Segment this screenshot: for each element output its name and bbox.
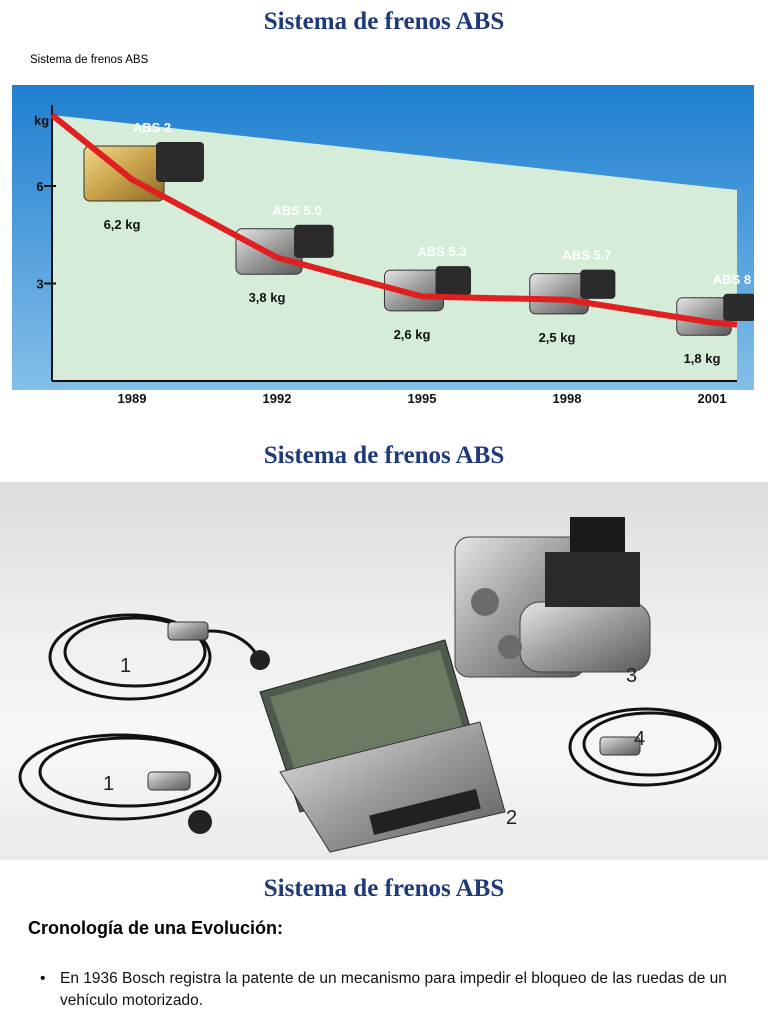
- label-1-top: 1: [120, 655, 131, 677]
- wheel-sensor-1-top: [48, 613, 260, 701]
- x-tick-label: 1989: [118, 391, 147, 406]
- y-tick-label: 3: [36, 277, 43, 292]
- ecu-unit: [259, 639, 506, 853]
- bullet-item: En 1936 Bosch registra la patente de un …: [40, 968, 740, 1012]
- model-label: ABS 5.0: [272, 203, 321, 218]
- weight-label: 6,2 kg: [104, 217, 141, 232]
- x-tick-label: 1995: [408, 391, 437, 406]
- chart-footer-band: [12, 390, 754, 415]
- x-tick-label: 1998: [553, 391, 582, 406]
- chart-labels: kg 3 6 ABS 2 6,2 kg 1989 ABS 5.0 3,8 kg 1992 ABS …: [34, 113, 751, 406]
- abs-unit-motor: [435, 266, 472, 296]
- components-illustration: 1 1 2 3 4: [18, 517, 722, 853]
- label-2: 2: [506, 807, 517, 829]
- weight-label: 2,5 kg: [539, 330, 576, 345]
- weight-label: 3,8 kg: [249, 290, 286, 305]
- abs-components-photo: 1 1 2 3 4: [0, 482, 768, 860]
- chart-svg: kg 3 6 ABS 2 6,2 kg 1989 ABS 5.0 3,8 kg 1992 ABS …: [12, 85, 754, 415]
- label-4: 4: [634, 728, 645, 750]
- sensor-head-icon: [147, 771, 191, 791]
- sensor-head-icon: [599, 736, 641, 756]
- abs-unit-motor: [294, 224, 334, 258]
- abs-unit-motor: [723, 293, 754, 322]
- sensor-head-icon: [167, 621, 209, 641]
- weight-label: 2,6 kg: [394, 327, 431, 342]
- abs-unit-body: [529, 273, 589, 315]
- subheading: Cronología de una Evolución:: [28, 918, 284, 938]
- x-tick-label: 1992: [263, 391, 292, 406]
- wheel-sensor-1-bottom: [18, 733, 222, 821]
- y-axis-label: kg: [34, 113, 49, 128]
- wheel-sensor-4: [568, 707, 722, 787]
- chart-ground: [52, 115, 737, 381]
- weight-line-layer: [50, 112, 738, 328]
- connector-icon: [250, 650, 270, 670]
- model-label: ABS 5.3: [417, 244, 466, 259]
- bullet-list: En 1936 Bosch registra la patente de un …: [40, 968, 740, 1012]
- slide-2-title: Sistema de frenos ABS: [263, 442, 505, 469]
- abs-unit-motor: [156, 142, 204, 182]
- slide-3-title: Sistema de frenos ABS: [263, 875, 505, 902]
- label-3: 3: [626, 665, 637, 687]
- x-tick-label: 2001: [698, 391, 727, 406]
- model-label: ABS 2: [133, 120, 171, 135]
- connector-icon: [188, 810, 212, 834]
- abs-unit-motor: [580, 269, 616, 299]
- weight-label: 1,8 kg: [684, 351, 721, 366]
- weight-line: [50, 112, 738, 328]
- chart-axes: [44, 105, 737, 382]
- abs-weight-chart: kg 3 6 ABS 2 6,2 kg 1989 ABS 5.0 3,8 kg 1992 ABS …: [12, 85, 754, 415]
- y-tick-label: 6: [36, 179, 43, 194]
- slide-1-title: Sistema de frenos ABS: [263, 8, 505, 35]
- hydraulic-unit: [454, 517, 651, 678]
- model-label: ABS 8: [713, 272, 751, 287]
- chart-caption: Sistema de frenos ABS: [30, 54, 149, 66]
- model-label: ABS 5.7: [562, 248, 611, 263]
- label-1-bottom: 1: [103, 773, 114, 795]
